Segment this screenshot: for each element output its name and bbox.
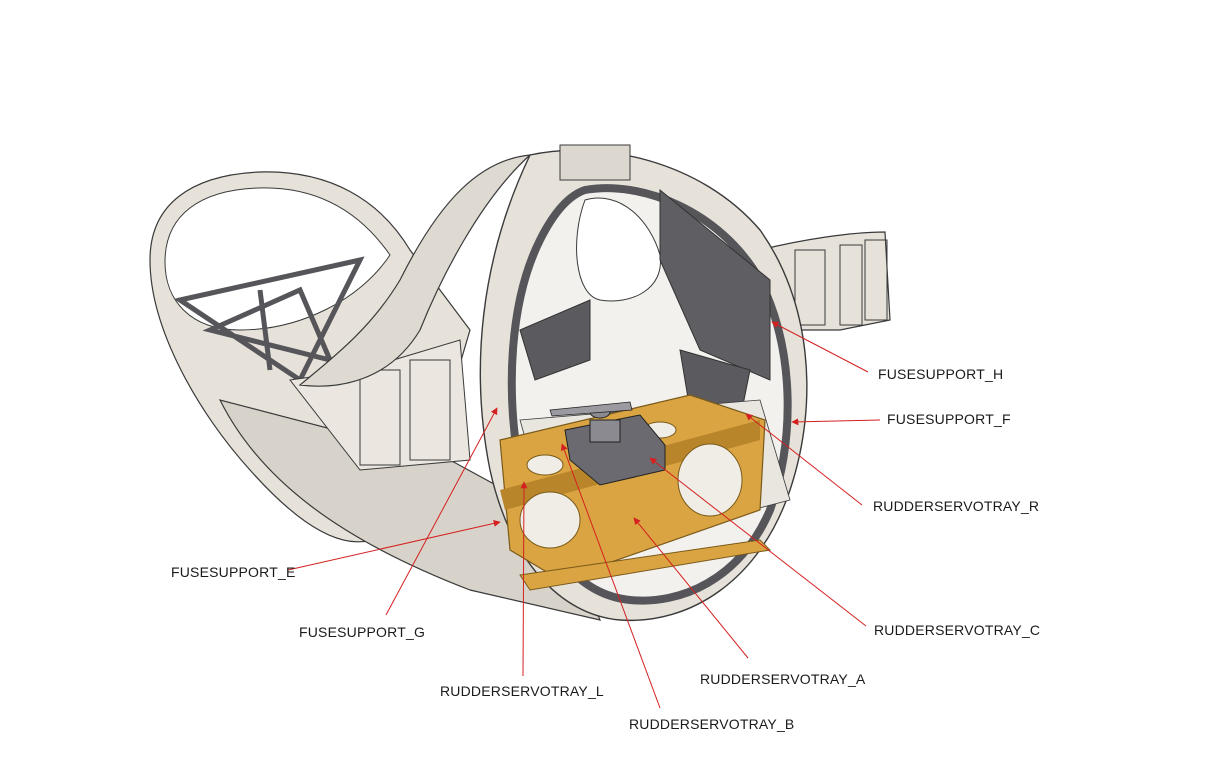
label-rudderservotray-b: RUDDERSERVOTRAY_B	[629, 716, 795, 732]
leader-lines	[287, 321, 881, 709]
leader-rudderservotray-l	[520, 481, 528, 677]
label-rudderservotray-c: RUDDERSERVOTRAY_C	[874, 622, 1041, 638]
leader-fusesupport-g	[385, 407, 498, 616]
leader-fusesupport-f	[791, 418, 881, 426]
leader-fusesupport-h	[771, 321, 869, 373]
lower-shell	[218, 339, 601, 621]
label-rudderservotray-l: RUDDERSERVOTRAY_L	[440, 683, 604, 699]
leader-fusesupport-e	[287, 519, 501, 571]
leader-rudderservotray-c	[649, 457, 867, 627]
leader-rudderservotray-r	[745, 413, 863, 506]
leader-rudderservotray-a	[633, 517, 749, 659]
servo	[549, 401, 666, 486]
label-fusesupport-h: FUSESUPPORT_H	[878, 366, 1004, 382]
label-fusesupport-f: FUSESUPPORT_F	[887, 411, 1011, 427]
label-fusesupport-g: FUSESUPPORT_G	[299, 624, 426, 640]
label-rudderservotray-r: RUDDERSERVOTRAY_R	[873, 498, 1040, 514]
leader-rudderservotray-b	[560, 443, 661, 709]
label-rudderservotray-a: RUDDERSERVOTRAY_A	[700, 671, 866, 687]
label-fusesupport-e: FUSESUPPORT_E	[171, 564, 296, 580]
